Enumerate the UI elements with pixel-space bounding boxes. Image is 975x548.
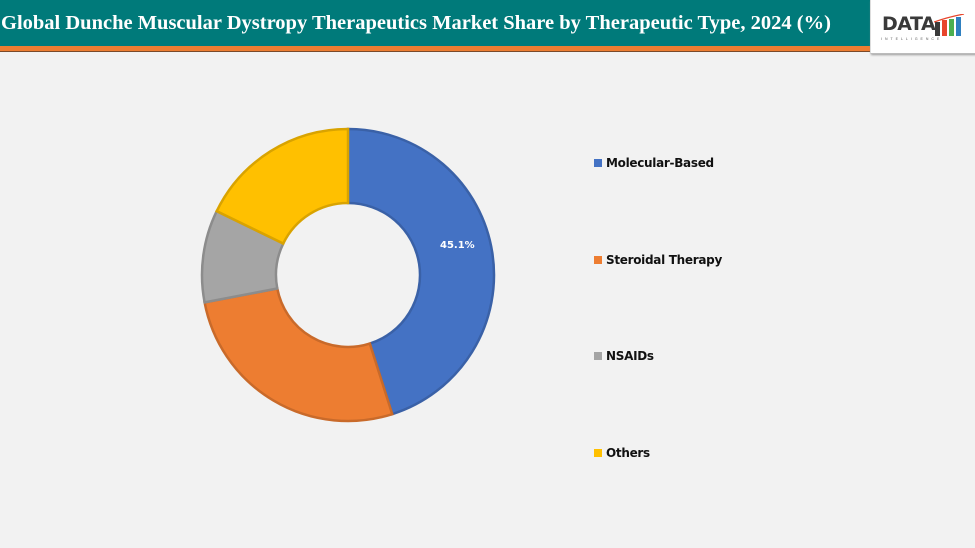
legend-swatch-icon <box>594 449 602 457</box>
chart-title: Global Dunche Muscular Dystropy Therapeu… <box>1 12 831 34</box>
legend-item-molecular-based[interactable]: Molecular-Based <box>594 156 714 170</box>
slice-molecular-based[interactable] <box>346 127 496 416</box>
logo-subtext: INTELLIGENCE <box>881 37 943 41</box>
legend-item-others[interactable]: Others <box>594 446 650 460</box>
slice-steroidal-therapy[interactable] <box>203 287 394 423</box>
accent-stripe <box>0 46 870 52</box>
datam-intelligence-logo: DATA INTELLIGENCE <box>870 0 975 54</box>
bar-chart-logo-icon <box>934 14 965 36</box>
title-banner: Global Dunche Muscular Dystropy Therapeu… <box>0 0 870 46</box>
legend-swatch-icon <box>594 256 602 264</box>
slice-others[interactable] <box>215 127 350 246</box>
legend-item-steroidal-therapy[interactable]: Steroidal Therapy <box>594 253 722 267</box>
legend-swatch-icon <box>594 352 602 360</box>
logo-text: DATA <box>882 13 936 35</box>
data-label-molecular-based: 45.1% <box>440 240 475 251</box>
doughnut-chart <box>200 127 496 423</box>
chart-area: 45.1% Molecular-Based Steroidal Therapy … <box>0 56 975 548</box>
legend-item-nsaids[interactable]: NSAIDs <box>594 349 654 363</box>
legend-swatch-icon <box>594 159 602 167</box>
